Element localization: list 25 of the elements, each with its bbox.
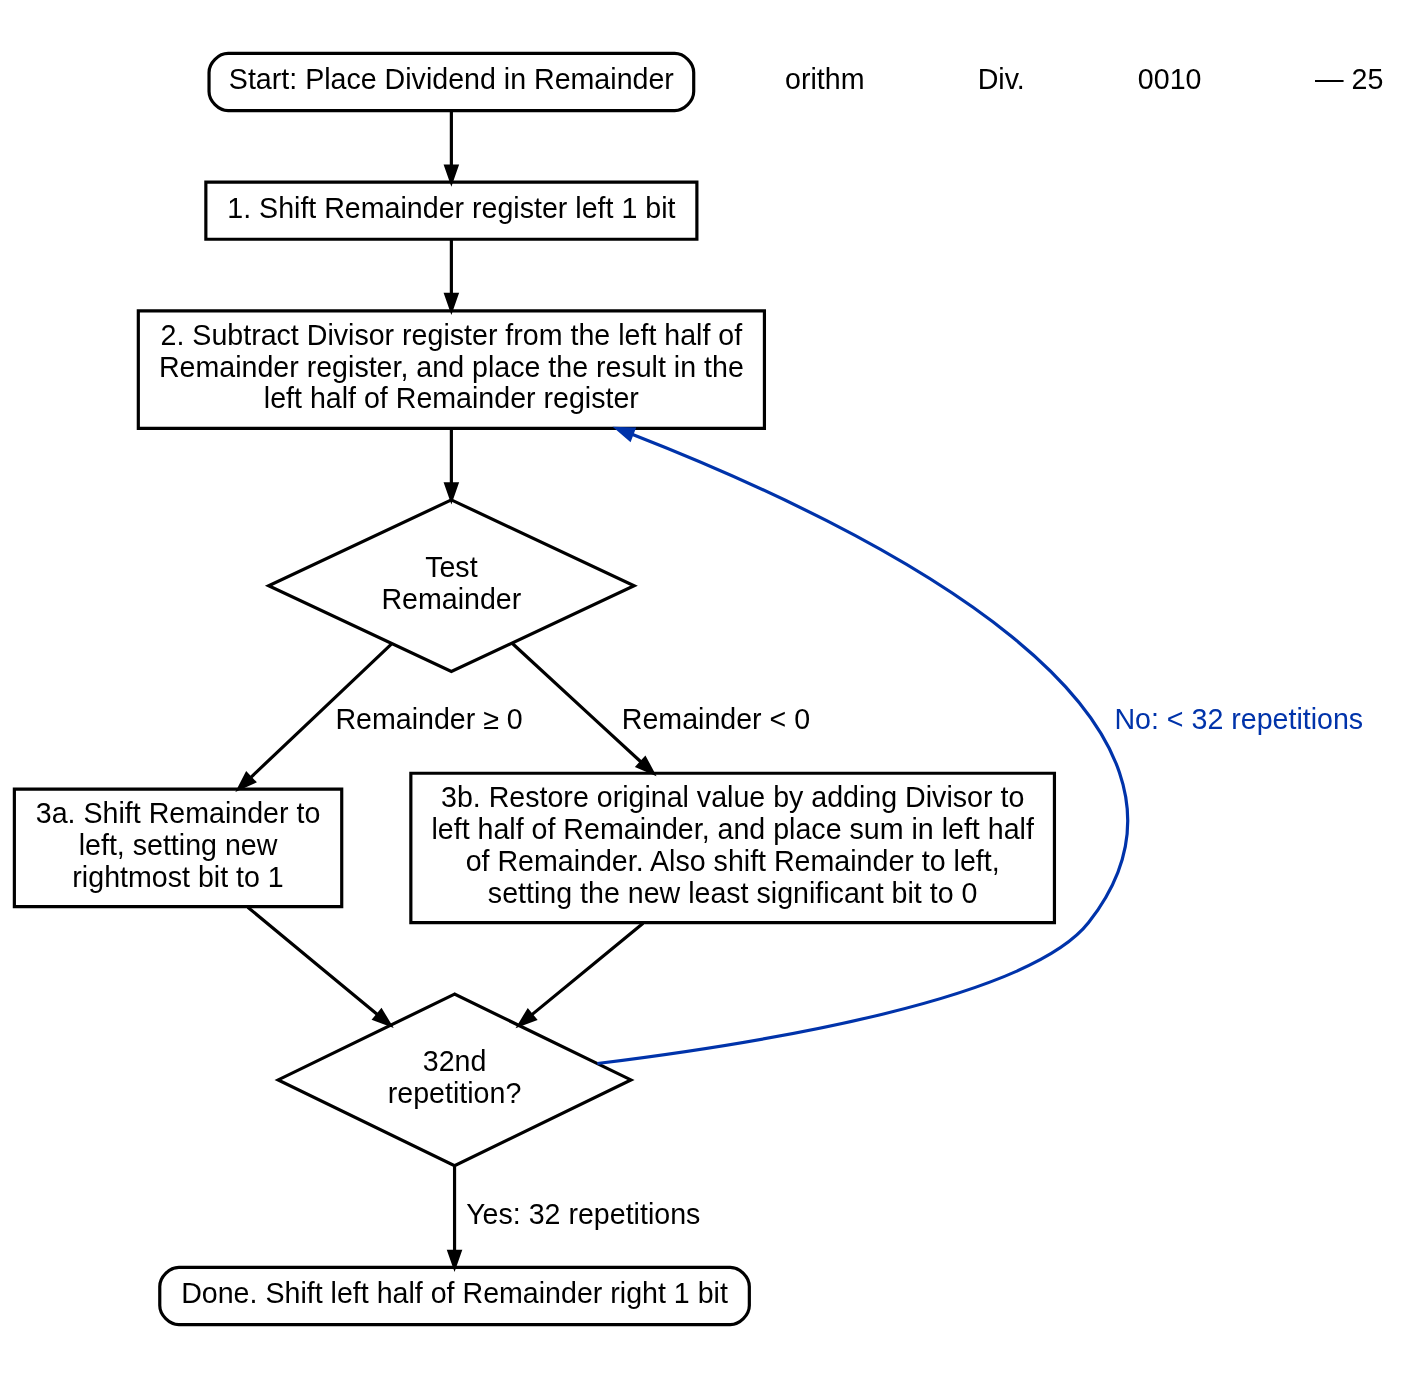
label: orithm — [785, 62, 865, 95]
node-box: Done. Shift left half of Remainder right 1 bit — [158, 1265, 751, 1327]
arrow — [511, 642, 657, 777]
edge-label: Remainder ≥ 0 — [335, 703, 523, 736]
node-box: 3b. Restore original value by adding Divisor to left half of Remainder, and place sum in left half of Remainder. Also shift Remainder to left, setting the new least significant bit to 0 — [409, 771, 1057, 925]
arrow — [597, 426, 1129, 1066]
label: 0010 — [1137, 62, 1202, 95]
node-box: 2. Subtract Divisor register from the left half of Remainder register, and place the result in the left half of Remainder register — [136, 309, 766, 430]
node-diamond: Test Remainder — [264, 498, 638, 674]
arrow — [443, 428, 460, 505]
node-diamond: 32nd repetition? — [274, 992, 635, 1168]
arrow — [443, 239, 460, 316]
arrow — [235, 643, 393, 793]
label: — 25 — [1315, 62, 1384, 95]
node-box: 1. Shift Remainder register left 1 bit — [204, 180, 699, 241]
edge-label: No: < 32 repetitions — [1114, 703, 1364, 736]
edge-label: Remainder < 0 — [621, 703, 811, 736]
arrow — [246, 906, 394, 1028]
edge-label: Yes: 32 repetitions — [466, 1197, 701, 1230]
arrow — [446, 1166, 463, 1272]
node-box: Start: Place Dividend in Remainder — [207, 51, 696, 113]
node-box: 3a. Shift Remainder to left, setting new rightmost bit to 1 — [12, 787, 344, 909]
label: Div. — [977, 62, 1025, 95]
arrow — [443, 110, 460, 187]
arrow — [515, 921, 645, 1029]
